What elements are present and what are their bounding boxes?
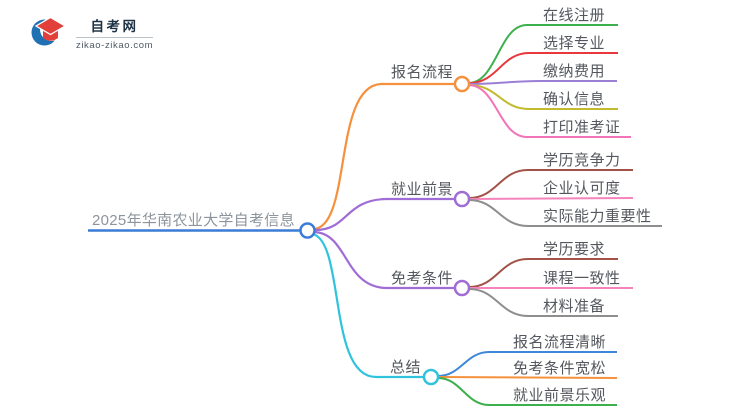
- node-circle-employment-prospects[interactable]: [453, 190, 471, 208]
- child-employment-prospects-optimistic[interactable]: 就业前景乐观: [513, 387, 607, 404]
- child-wire-choose-major: [468, 52, 618, 84]
- branch-exemption-conditions[interactable]: 免考条件: [391, 270, 454, 287]
- child-wire-practical-ability-importance: [468, 199, 662, 227]
- child-degree-competitiveness[interactable]: 学历竞争力: [543, 152, 621, 169]
- child-enterprise-recognition[interactable]: 企业认可度: [543, 180, 621, 197]
- child-wire-confirm-info: [468, 84, 618, 110]
- branch-summary[interactable]: 总结: [390, 359, 422, 376]
- child-exemption-conditions-lenient[interactable]: 免考条件宽松: [513, 360, 607, 377]
- node-circle-signup-process[interactable]: [453, 75, 471, 93]
- site-logo[interactable]: 自考网 zikao-zikao.com: [31, 13, 154, 51]
- root-node-label[interactable]: 2025年华南农业大学自考信息: [92, 212, 295, 229]
- node-circle-summary[interactable]: [422, 368, 440, 386]
- child-education-requirement[interactable]: 学历要求: [543, 241, 606, 258]
- child-course-consistency[interactable]: 课程一致性: [543, 270, 621, 287]
- root-node-circle[interactable]: [299, 222, 316, 239]
- child-material-preparation[interactable]: 材料准备: [543, 298, 606, 315]
- branch-employment-prospects[interactable]: 就业前景: [391, 181, 454, 198]
- child-signup-process-clear[interactable]: 报名流程清晰: [513, 334, 607, 351]
- child-wire-employment-prospects-optimistic: [437, 377, 617, 406]
- child-wire-degree-competitiveness: [468, 169, 633, 199]
- site-url: zikao-zikao.com: [76, 37, 154, 51]
- child-wire-signup-process-clear: [437, 351, 617, 377]
- branch-curve-summary: [312, 232, 424, 379]
- graduation-cap-icon: [31, 16, 67, 46]
- child-wire-pay-fees: [468, 80, 617, 85]
- branch-signup-process[interactable]: 报名流程: [391, 64, 454, 81]
- child-practical-ability-importance[interactable]: 实际能力重要性: [543, 208, 652, 225]
- child-wire-enterprise-recognition: [468, 197, 634, 200]
- child-online-registration[interactable]: 在线注册: [543, 7, 606, 24]
- child-confirm-info[interactable]: 确认信息: [543, 91, 606, 108]
- child-wire-online-registration: [468, 24, 618, 84]
- child-wire-education-requirement: [468, 258, 618, 288]
- branch-curve-employment-prospects: [313, 197, 455, 232]
- branch-curve-exemption-conditions: [313, 230, 455, 290]
- child-wire-print-admission-ticket: [468, 84, 631, 138]
- site-name: 自考网: [90, 19, 139, 34]
- child-choose-major[interactable]: 选择专业: [543, 35, 606, 52]
- child-pay-fees[interactable]: 缴纳费用: [543, 63, 606, 80]
- child-wire-exemption-conditions-lenient: [437, 376, 618, 379]
- branch-curve-signup-process: [313, 82, 455, 231]
- child-wire-material-preparation: [468, 288, 618, 317]
- child-print-admission-ticket[interactable]: 打印准考证: [543, 119, 621, 136]
- node-circle-exemption-conditions[interactable]: [453, 279, 471, 297]
